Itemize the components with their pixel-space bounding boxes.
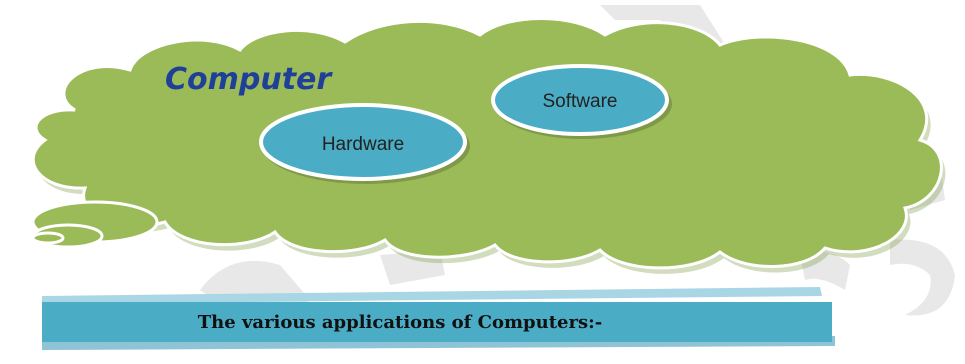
watermark-stroke-4 xyxy=(890,239,955,316)
hardware-label: Hardware xyxy=(322,134,404,155)
watermark-stroke-5 xyxy=(800,251,850,290)
banner-text: The various applications of Computers:- xyxy=(198,312,602,333)
banner-top-edge xyxy=(42,287,822,304)
software-label: Software xyxy=(543,91,618,112)
cloud-title: Computer xyxy=(165,62,333,97)
hardware-oval xyxy=(259,103,467,181)
software-node: Software xyxy=(491,64,672,139)
banner-body xyxy=(42,302,832,342)
thought-bubble-small xyxy=(31,231,65,245)
cloud-body xyxy=(31,17,943,270)
applications-banner: The various applications of Computers:- xyxy=(42,287,835,350)
thought-bubbles xyxy=(31,200,159,249)
watermark-stroke-3 xyxy=(380,250,445,285)
hardware-node: Hardware xyxy=(259,103,470,184)
software-oval xyxy=(491,64,669,136)
computer-cloud xyxy=(31,17,946,274)
